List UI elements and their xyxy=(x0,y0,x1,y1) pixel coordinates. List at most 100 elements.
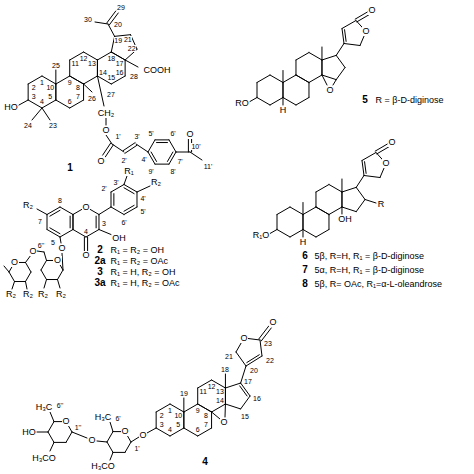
locant-number: 5 xyxy=(48,93,53,100)
bond-line xyxy=(131,437,139,442)
compound-number: 2a xyxy=(94,256,106,266)
bond-line xyxy=(259,326,269,339)
bond-line xyxy=(247,355,259,363)
bond-line xyxy=(241,383,250,396)
bond-line xyxy=(257,75,270,83)
compound-number: 8 xyxy=(302,279,309,289)
locant-number: 11 xyxy=(71,60,79,67)
bond-line xyxy=(341,179,342,192)
bond-line xyxy=(257,83,258,98)
bond-line xyxy=(9,272,15,282)
atom-label: H xyxy=(299,238,307,247)
bond-line xyxy=(95,22,108,24)
substituent-text: R₁ = R₂ = OH xyxy=(110,246,165,255)
bond-line xyxy=(225,404,240,409)
locant-number: 7 xyxy=(204,421,209,428)
bond-line xyxy=(322,75,327,85)
bond-line xyxy=(50,228,60,234)
locant-number: 20 xyxy=(114,21,123,28)
locant-number: 29 xyxy=(117,4,126,11)
atom-label: R₂ xyxy=(151,178,162,187)
bond-line xyxy=(125,442,131,452)
bond-line xyxy=(365,162,367,174)
bond-line xyxy=(124,205,134,211)
atom-label: HO xyxy=(22,428,37,437)
bond-line xyxy=(302,215,303,230)
bond-line xyxy=(356,176,364,188)
bond-line xyxy=(148,152,155,164)
bond-line xyxy=(341,207,342,214)
bond-line xyxy=(125,60,126,76)
bond-line xyxy=(112,144,124,152)
locant-number: 3 xyxy=(102,220,107,227)
atom-label: O xyxy=(58,244,66,253)
bond-line xyxy=(124,185,137,193)
locant-number: 2' xyxy=(101,185,107,192)
bond-line xyxy=(212,412,220,419)
bond-line xyxy=(84,237,85,251)
bond-line xyxy=(188,139,189,152)
locant-number: 27 xyxy=(107,91,116,98)
locant-number: 5 xyxy=(51,239,56,246)
bond-line xyxy=(148,140,155,152)
bond-line xyxy=(15,281,26,282)
atom-label: H₃C xyxy=(94,413,112,422)
bond-line xyxy=(54,442,66,443)
bond-line xyxy=(342,29,344,44)
bond-line xyxy=(362,153,376,161)
bond-line xyxy=(28,84,29,100)
bond-line xyxy=(321,60,322,75)
locant-number: 24 xyxy=(24,122,33,129)
bond-line xyxy=(336,55,345,67)
bond-line xyxy=(111,192,112,207)
locant-number: 22 xyxy=(127,45,136,52)
bond-line xyxy=(336,68,345,80)
bond-line xyxy=(302,230,303,238)
locant-number: 7 xyxy=(76,93,81,100)
bond-line xyxy=(37,432,48,433)
bond-line xyxy=(290,230,303,238)
bond-line xyxy=(137,186,150,192)
locant-number: 21 xyxy=(225,353,234,360)
locant-number: 23 xyxy=(49,122,58,129)
bond-line xyxy=(99,207,111,215)
atom-label: R₁O xyxy=(252,231,270,240)
atom-label: O xyxy=(368,6,376,15)
locant-number: 16 xyxy=(253,395,262,402)
bond-line xyxy=(309,75,322,83)
bond-line xyxy=(4,266,9,272)
bond-line xyxy=(147,428,156,433)
locant-number: 26 xyxy=(88,95,97,102)
compound-number: 4 xyxy=(202,457,209,467)
locant-number: 2 xyxy=(31,84,36,91)
atom-label: O xyxy=(326,86,334,95)
atom-label: R₁ xyxy=(124,167,135,176)
locant-number: 9 xyxy=(195,407,200,414)
bond-line xyxy=(236,352,246,366)
bond-line xyxy=(83,84,84,100)
locant-number: 1'' xyxy=(74,424,82,431)
bond-line xyxy=(111,185,124,193)
bond-line xyxy=(72,215,73,230)
locant-number: 4' xyxy=(140,195,146,202)
substituent-text: 5β, R=H, R₁ = β-D-diginose xyxy=(314,252,424,261)
locant-number: 23 xyxy=(264,340,273,347)
locant-number: 5' xyxy=(140,208,146,215)
bond-line xyxy=(113,194,114,206)
atom-label: O xyxy=(388,138,396,147)
bond-line xyxy=(48,422,54,432)
bond-line xyxy=(308,83,309,98)
bond-line xyxy=(60,237,61,243)
bond-line xyxy=(87,237,88,251)
locant-number: 6'' xyxy=(37,242,45,249)
bond-line xyxy=(48,432,54,442)
bond-line xyxy=(329,207,342,215)
locant-number: 16 xyxy=(115,69,124,76)
bond-line xyxy=(155,164,169,165)
substituent-text: R₁ = R₂ = OAc xyxy=(110,257,169,266)
substituent-text: R = β-D-diginose xyxy=(375,96,444,105)
compound-number: 3 xyxy=(97,267,104,277)
bond-line xyxy=(357,15,369,22)
bond-line xyxy=(302,215,303,230)
locant-number: 6' xyxy=(170,130,176,137)
